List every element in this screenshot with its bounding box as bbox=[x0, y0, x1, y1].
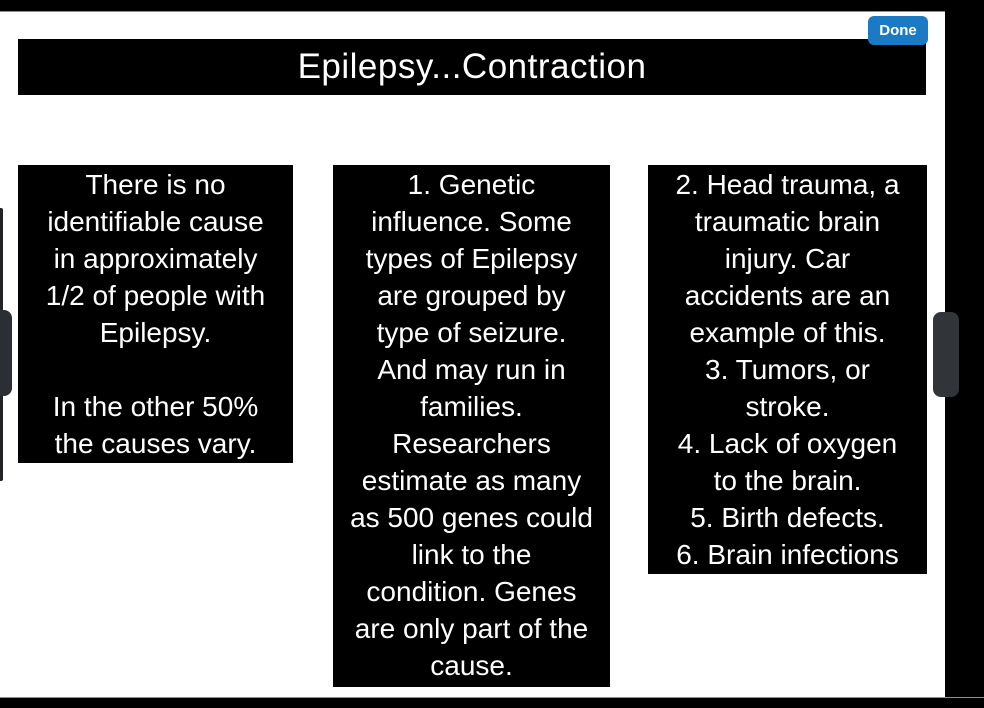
text-line: link to the bbox=[411, 539, 532, 570]
slide-title-text: Epilepsy...Contraction bbox=[297, 47, 647, 86]
text-line: are only part of the bbox=[354, 613, 589, 644]
textbox-no-identifiable-cause[interactable]: There is no identifiable cause in approx… bbox=[18, 165, 293, 463]
text-line: to the brain. bbox=[713, 465, 862, 496]
text-line: 2. Head trauma, a bbox=[675, 169, 900, 200]
text-line: There is no bbox=[85, 169, 226, 200]
done-button[interactable]: Done bbox=[868, 16, 928, 45]
text-line: influence. Some bbox=[371, 206, 572, 237]
text-line: In the other 50% bbox=[52, 391, 259, 422]
text-line: injury. Car bbox=[724, 243, 851, 274]
left-side-drag-handle[interactable] bbox=[0, 310, 12, 396]
slide-title-textbox[interactable]: Epilepsy...Contraction bbox=[18, 39, 926, 95]
bottom-edge-bar bbox=[0, 697, 984, 708]
text-line: condition. Genes bbox=[366, 576, 577, 607]
text-line: as 500 genes could bbox=[350, 502, 593, 533]
text-line: the causes vary. bbox=[54, 428, 257, 459]
text-line: types of Epilepsy bbox=[365, 243, 578, 274]
text-line: 5. Birth defects. bbox=[690, 502, 885, 533]
text-line: stroke. bbox=[745, 391, 830, 422]
text-line: in approximately bbox=[53, 243, 258, 274]
text-line: 1/2 of people with bbox=[45, 280, 266, 311]
text-line: estimate as many bbox=[361, 465, 582, 496]
text-line: example of this. bbox=[689, 317, 886, 348]
text-line: type of seizure. bbox=[376, 317, 567, 348]
right-side-drag-handle[interactable] bbox=[933, 312, 959, 397]
text-line: 4. Lack of oxygen bbox=[677, 428, 898, 459]
text-line: accidents are an bbox=[684, 280, 891, 311]
text-line: Epilepsy. bbox=[99, 317, 212, 348]
text-line: 3. Tumors, or bbox=[705, 354, 870, 385]
text-line: 1. Genetic bbox=[407, 169, 536, 200]
text-line: families. bbox=[420, 391, 523, 422]
text-line: And may run in bbox=[377, 354, 566, 385]
text-line bbox=[20, 351, 291, 388]
text-line: 6. Brain infections bbox=[676, 539, 899, 570]
text-line: traumatic brain bbox=[694, 206, 881, 237]
text-line: cause. bbox=[430, 650, 513, 681]
text-line: Researchers bbox=[392, 428, 551, 459]
textbox-genetic-influence[interactable]: 1. Genetic influence. Some types of Epil… bbox=[333, 165, 610, 687]
top-edge-bar bbox=[0, 0, 984, 12]
textbox-other-causes[interactable]: 2. Head trauma, a traumatic brain injury… bbox=[648, 165, 927, 574]
text-line: identifiable cause bbox=[47, 206, 264, 237]
text-line: are grouped by bbox=[377, 280, 566, 311]
